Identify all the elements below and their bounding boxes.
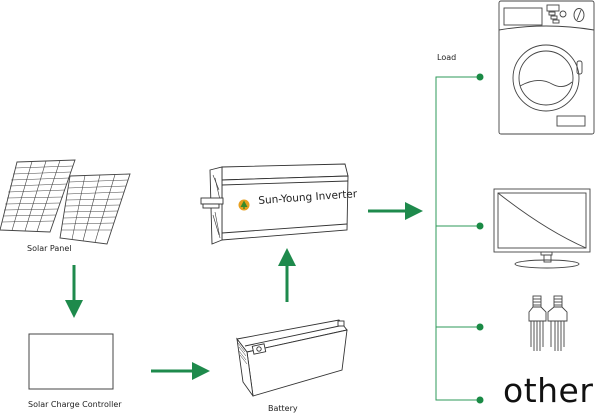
charge-controller-label: Solar Charge Controller (28, 400, 122, 409)
node-dot (476, 396, 484, 404)
solar-panel-right (59, 173, 131, 245)
cfl-bulbs-icon (528, 295, 568, 351)
battery-icon (236, 319, 348, 397)
solar-panel-icon (0, 159, 131, 245)
charge-controller-box (28, 333, 114, 390)
inverter-logo (238, 199, 250, 211)
battery-label: Battery (268, 404, 298, 413)
load-nodes (476, 73, 484, 404)
cfl-bulb-left (528, 295, 547, 351)
washing-machine-icon (498, 0, 595, 135)
cfl-bulb-right (547, 295, 568, 351)
node-dot (476, 222, 484, 230)
node-dot (476, 73, 484, 81)
solar-panel-left (0, 159, 76, 233)
inverter-icon (200, 163, 349, 245)
other-load-label: other (503, 371, 594, 410)
load-bus (435, 76, 479, 401)
solar-panel-label: Solar Panel (27, 244, 72, 253)
load-label: Load (437, 53, 457, 62)
television-icon (493, 188, 591, 269)
node-dot (476, 323, 484, 331)
